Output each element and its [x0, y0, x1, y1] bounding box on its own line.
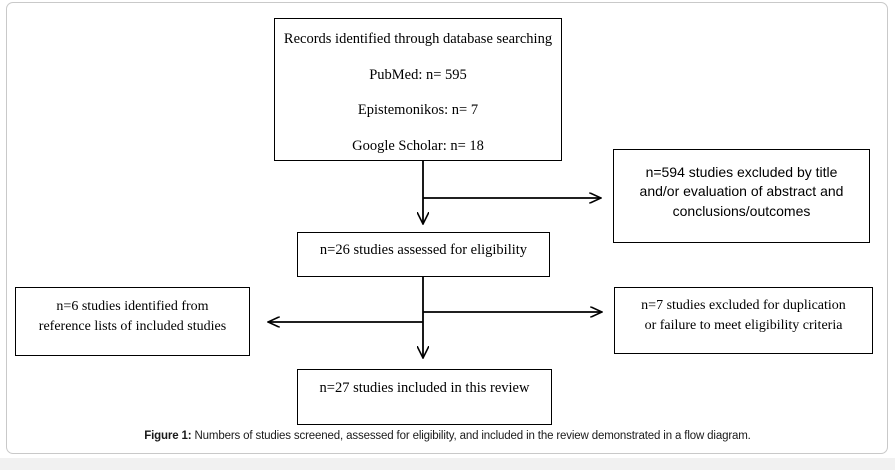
- node-line: n=594 studies excluded by title: [645, 164, 838, 180]
- node-excluded-for-duplication: n=7 studies excluded for duplication or …: [614, 287, 873, 354]
- node-line: reference lists of included studies: [38, 319, 227, 335]
- node-line: Epistemonikos: n= 7: [357, 102, 479, 119]
- node-line: n=27 studies included in this review: [319, 380, 530, 396]
- figure-caption-text: Numbers of studies screened, assessed fo…: [191, 430, 751, 442]
- node-line: or failure to meet eligibility criteria: [644, 318, 843, 334]
- figure-caption-label: Figure 1:: [144, 430, 192, 442]
- node-assessed-for-eligibility: n=26 studies assessed for eligibility: [297, 232, 550, 277]
- node-line: n=6 studies identified from: [56, 299, 209, 314]
- node-line: PubMed: n= 595: [369, 66, 467, 83]
- node-line: Google Scholar: n= 18: [352, 138, 484, 155]
- node-records-identified: Records identified through database sear…: [274, 18, 562, 161]
- bottom-strip: [0, 458, 895, 470]
- node-line: n=7 studies excluded for duplication: [641, 298, 846, 313]
- node-line: conclusions/outcomes: [672, 202, 811, 219]
- node-line: Records identified through database sear…: [283, 31, 553, 47]
- node-line: n=26 studies assessed for eligibility: [319, 242, 528, 258]
- node-identified-from-reference-lists: n=6 studies identified from reference li…: [15, 287, 250, 356]
- node-excluded-by-title: n=594 studies excluded by title and/or e…: [613, 149, 870, 243]
- node-included-in-review: n=27 studies included in this review: [297, 369, 552, 425]
- node-line: and/or evaluation of abstract and: [639, 183, 844, 200]
- figure-caption: Figure 1: Numbers of studies screened, a…: [0, 430, 895, 442]
